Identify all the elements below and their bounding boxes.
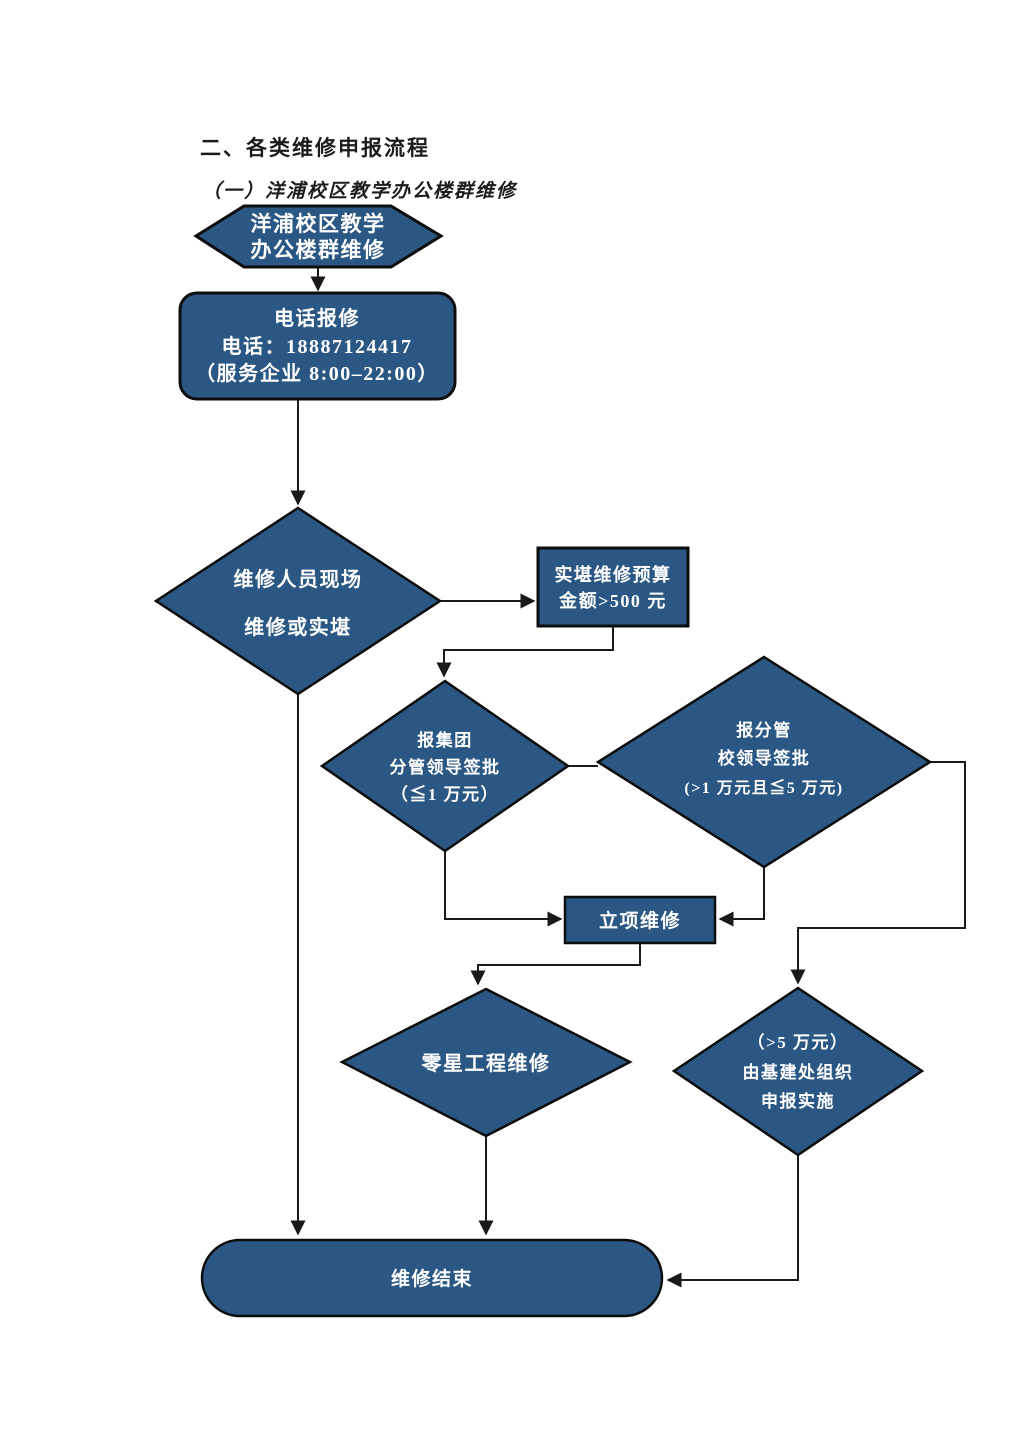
group-leader-approval-label: （≦1 万元） bbox=[391, 784, 499, 804]
onsite-repair-decision-label: 维修人员现场 bbox=[234, 567, 363, 591]
connector-group-approval-to-project bbox=[444, 851, 563, 927]
phone-report-shape bbox=[178, 291, 457, 401]
connector-budget-to-group-approval bbox=[436, 626, 614, 678]
group-leader-approval-shape bbox=[319, 679, 571, 853]
survey-budget-label: 金额>500 元 bbox=[558, 590, 667, 611]
survey-budget-label: 实堪维修预算 bbox=[555, 564, 672, 585]
section-subtitle: （一）洋浦校区教学办公楼群维修 bbox=[202, 181, 518, 202]
connector-school-approval-to-capital bbox=[790, 761, 966, 985]
capital-construction-label: 申报实施 bbox=[761, 1091, 835, 1111]
group-leader-approval-label: 分管领导签批 bbox=[390, 757, 501, 777]
onsite-repair-decision-shape bbox=[153, 506, 443, 696]
capital-construction-label: （>5 万元） bbox=[748, 1032, 849, 1052]
page-title: 二、各类维修申报流程 bbox=[200, 137, 430, 160]
onsite-repair-decision-label: 维修或实堪 bbox=[244, 615, 352, 639]
school-leader-approval-shape bbox=[595, 655, 933, 869]
end-stadium-shape bbox=[200, 1238, 664, 1318]
minor-works-label: 零星工程维修 bbox=[421, 1051, 551, 1075]
capital-construction-shape bbox=[671, 986, 925, 1157]
minor-works-shape bbox=[339, 987, 633, 1138]
connector-school-approval-to-project bbox=[718, 867, 765, 927]
start-hexagon-shape bbox=[193, 204, 444, 269]
project-repair-shape bbox=[563, 895, 717, 945]
school-leader-approval-label: 报分管 bbox=[736, 720, 792, 740]
phone-report-label: 电话报修 bbox=[274, 306, 360, 330]
project-repair-label: 立项维修 bbox=[599, 909, 681, 932]
phone-report-label: （服务企业 8:00–22:00） bbox=[195, 361, 439, 385]
group-leader-approval-label: 报集团 bbox=[417, 730, 473, 750]
start-hexagon-label: 洋浦校区教学 bbox=[251, 212, 386, 236]
phone-report-label: 电话：18887124417 bbox=[222, 335, 413, 358]
start-hexagon-label: 办公楼群维修 bbox=[251, 238, 386, 262]
end-stadium-label: 维修结束 bbox=[391, 1267, 473, 1290]
school-leader-approval-label: (>1 万元且≦5 万元) bbox=[684, 778, 843, 797]
school-leader-approval-label: 校领导签批 bbox=[718, 748, 811, 768]
connector-project-to-minor-works bbox=[470, 943, 641, 986]
connector-capital-to-end bbox=[666, 1155, 799, 1288]
survey-budget-shape bbox=[536, 546, 690, 628]
capital-construction-label: 由基建处组织 bbox=[743, 1062, 854, 1082]
